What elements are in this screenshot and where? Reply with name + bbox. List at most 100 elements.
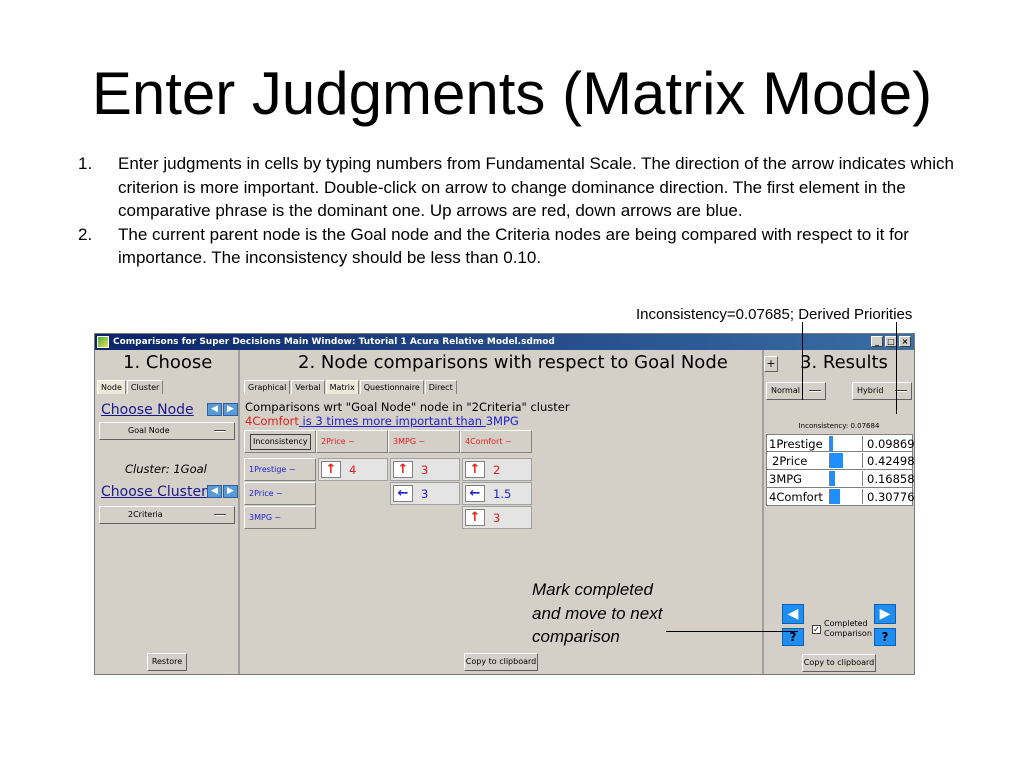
tab-direct[interactable]: Direct	[424, 380, 457, 394]
up-arrow-icon[interactable]: ↑	[465, 461, 485, 478]
help-icon[interactable]: ?	[874, 628, 896, 646]
choose-cluster-title: Choose Cluster	[101, 484, 207, 500]
slide-title: Enter Judgments (Matrix Mode)	[91, 60, 933, 127]
normal-dropdown-value: Normal	[771, 386, 800, 395]
completed-label: Completed Comparison	[824, 619, 872, 639]
app-icon	[97, 336, 109, 348]
next-node-icon[interactable]: ▶	[223, 403, 238, 416]
tab-matrix[interactable]: Matrix	[325, 380, 359, 394]
judgment-value[interactable]: 4	[349, 463, 357, 477]
result-name: 4Comfort	[769, 490, 823, 504]
judgment-cell[interactable]: ↑ 4	[318, 458, 388, 481]
node-dropdown[interactable]: Goal Node	[99, 422, 235, 440]
left-arrow-icon[interactable]: ←	[465, 485, 485, 502]
left-arrow-icon[interactable]: ←	[393, 485, 413, 502]
judgment-cell[interactable]: ↑ 3	[462, 506, 532, 529]
hybrid-dropdown[interactable]: Hybrid	[852, 382, 912, 400]
tab-cluster[interactable]: Cluster	[126, 380, 164, 394]
judgment-cell[interactable]: ← 1.5	[462, 482, 532, 505]
inconsistency-readout: Inconsistency: 0.07684	[798, 422, 880, 430]
prev-node-icon[interactable]: ◀	[207, 403, 222, 416]
minimize-button[interactable]: _	[871, 336, 883, 347]
priorities-annotation: Inconsistency=0.07685; Derived Prioritie…	[636, 306, 913, 323]
annotation-line: comparison	[532, 627, 620, 646]
hybrid-dropdown-value: Hybrid	[857, 386, 884, 395]
comparison-mode-tabs: Graphical Verbal Matrix Questionnaire Di…	[244, 380, 458, 394]
up-arrow-icon[interactable]: ↑	[393, 461, 413, 478]
choose-tabs: Node Cluster	[97, 380, 164, 394]
close-button[interactable]: ×	[899, 336, 911, 347]
choose-pane: 1. Choose Node Cluster Choose Node ◀ ▶ G…	[95, 350, 240, 674]
tab-node[interactable]: Node	[97, 380, 126, 394]
next-comparison-icon[interactable]: ▶	[874, 604, 896, 624]
judgment-cell[interactable]: ← 3	[390, 482, 460, 505]
inconsistency-button[interactable]: Inconsistency	[250, 434, 311, 450]
bullet-item: 2. The current parent node is the Goal n…	[78, 223, 958, 270]
dropdown-indicator-icon	[895, 390, 907, 392]
choose-heading: 1. Choose	[123, 352, 213, 373]
row-header[interactable]: 2Price ~	[244, 482, 316, 505]
expand-button[interactable]: +	[764, 356, 778, 372]
comparison-context: Comparisons wrt "Goal Node" node in "2Cr…	[245, 400, 570, 414]
bullet-item: 1. Enter judgments in cells by typing nu…	[78, 152, 958, 223]
callout-line	[896, 322, 897, 414]
node-dropdown-value: Goal Node	[128, 426, 170, 435]
copy-to-clipboard-button[interactable]: Copy to clipboard	[464, 653, 538, 671]
dropdown-indicator-icon	[214, 514, 226, 516]
previous-comparison-icon[interactable]: ◀	[782, 604, 804, 624]
tab-questionnaire[interactable]: Questionnaire	[359, 380, 424, 394]
comparison-phrase: 4Comfort is 3 times more important than …	[245, 414, 519, 428]
judgment-value[interactable]: 1.5	[493, 487, 512, 501]
result-row: 2Price 0.42498	[766, 452, 915, 470]
priority-bar	[829, 471, 863, 486]
row-header[interactable]: 1Prestige ~	[244, 458, 316, 481]
annotation-line: and move to next	[532, 603, 663, 623]
mark-completed-annotation: Mark completed and move to next comparis…	[532, 578, 662, 649]
tab-graphical[interactable]: Graphical	[244, 380, 291, 394]
completed-checkbox[interactable]: ✓	[812, 625, 821, 634]
tab-verbal[interactable]: Verbal	[291, 380, 325, 394]
completed-label-line: Comparison	[824, 629, 872, 638]
node-comparisons-pane: 2. Node comparisons with respect to Goal…	[242, 350, 764, 674]
result-name: 3MPG	[769, 472, 803, 486]
result-row: 4Comfort 0.30776	[766, 488, 915, 506]
judgment-cell[interactable]: ↑ 3	[390, 458, 460, 481]
window-titlebar[interactable]: Comparisons for Super Decisions Main Win…	[95, 334, 914, 350]
judgment-value[interactable]: 2	[493, 463, 501, 477]
prev-cluster-icon[interactable]: ◀	[207, 485, 222, 498]
next-cluster-icon[interactable]: ▶	[223, 485, 238, 498]
judgment-cell[interactable]: ↑ 2	[462, 458, 532, 481]
window-title: Comparisons for Super Decisions Main Win…	[113, 337, 555, 347]
judgment-value[interactable]: 3	[421, 463, 429, 477]
restore-button[interactable]: Restore	[147, 653, 187, 671]
bullet-number: 2.	[78, 224, 93, 244]
priority-bar	[829, 489, 863, 504]
callout-line	[666, 631, 798, 632]
judgment-value[interactable]: 3	[493, 511, 501, 525]
bullet-list: 1. Enter judgments in cells by typing nu…	[78, 152, 958, 270]
cluster-dropdown-value: 2Criteria	[128, 510, 163, 519]
phrase-dominant: 4Comfort	[245, 414, 299, 428]
result-value: 0.42498	[867, 454, 915, 468]
row-header[interactable]: 3MPG ~	[244, 506, 316, 529]
column-header[interactable]: 3MPG ~	[388, 430, 460, 453]
choose-node-title: Choose Node	[101, 402, 194, 418]
normal-dropdown[interactable]: Normal	[766, 382, 826, 400]
help-icon[interactable]: ?	[782, 628, 804, 646]
results-pane: + 3. Results Normal Hybrid Inconsistency…	[764, 350, 915, 674]
result-value: 0.30776	[867, 490, 915, 504]
bullet-number: 1.	[78, 154, 93, 173]
window-controls: _ □ ×	[871, 336, 911, 347]
priority-bar-fill	[830, 489, 840, 504]
result-row: 3MPG 0.16858	[766, 470, 914, 488]
judgment-value[interactable]: 3	[421, 487, 429, 501]
column-header[interactable]: 4Comfort ~	[460, 430, 532, 453]
up-arrow-icon[interactable]: ↑	[321, 461, 341, 478]
results-heading: 3. Results	[800, 352, 888, 373]
up-arrow-icon[interactable]: ↑	[465, 509, 485, 526]
annotation-line: Mark completed	[532, 580, 653, 599]
copy-to-clipboard-button[interactable]: Copy to clipboard	[802, 654, 876, 672]
inconsistency-cell: Inconsistency	[244, 430, 316, 453]
column-header[interactable]: 2Price ~	[316, 430, 388, 453]
cluster-dropdown[interactable]: 2Criteria	[99, 506, 235, 524]
